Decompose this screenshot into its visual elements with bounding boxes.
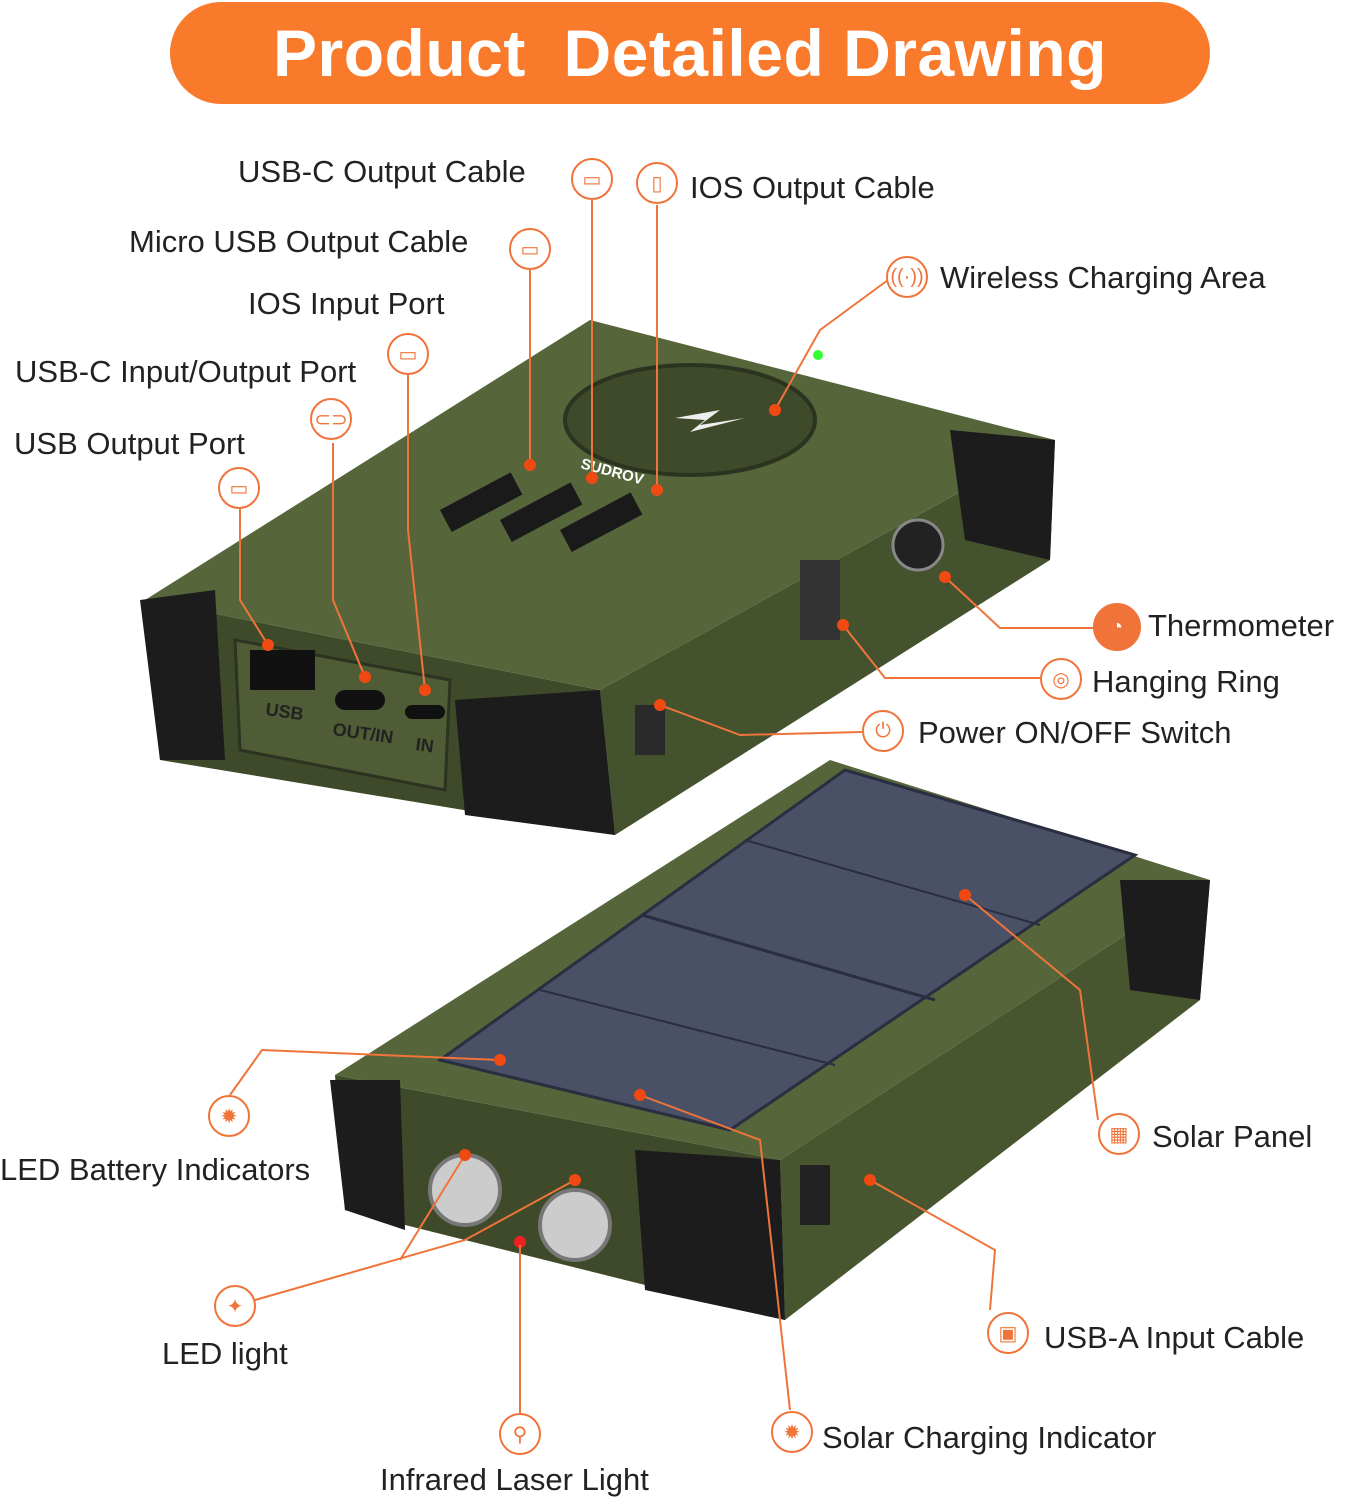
callout-label: USB-C Output Cable [238,154,526,189]
solar-indicator-icon: ✹ [771,1411,813,1453]
callout-label: Power ON/OFF Switch [918,715,1232,750]
ring-icon: ◎ [1040,658,1082,700]
callout-label: LED light [162,1336,288,1371]
laser-icon: ⚲ [499,1413,541,1455]
callout-label: Thermometer [1148,608,1335,643]
usb-c-port-icon: ⊂⊃ [310,398,352,440]
callout-label: IOS Output Cable [690,170,935,205]
usb-a-icon: ▣ [987,1312,1029,1354]
power-icon: ⏻ [862,710,904,752]
callout-label: Solar Panel [1152,1119,1313,1154]
micro-usb-icon: ▭ [509,228,551,270]
usb-port-icon: ▭ [218,467,260,509]
callout-label: LED Battery Indicators [0,1152,311,1187]
callout-label: Wireless Charging Area [940,260,1266,295]
flashlight-icon: ✦ [214,1285,256,1327]
callout-label: IOS Input Port [248,286,445,321]
callout-label: Hanging Ring [1092,664,1280,699]
callout-dots [262,404,971,1186]
title: Product Detailed Drawing [273,16,1107,90]
usb-c-icon: ▭ [571,158,613,200]
callout-label: USB-A Input Cable [1044,1320,1305,1355]
callout-label: Infrared Laser Light [380,1462,649,1497]
power-bank-top-view: USB OUT/IN IN SUDROV [140,320,1055,835]
power-bank-solar-view [330,760,1210,1320]
callout-label: Solar Charging Indicator [822,1420,1157,1455]
callout-label: Micro USB Output Cable [129,224,469,259]
callout-lines [229,200,1099,1415]
thermometer-icon: ◔ [1093,603,1141,651]
lightning-port-icon: ▭ [387,333,429,375]
title-banner: Product Detailed Drawing [170,2,1210,104]
in-port-label: IN [414,734,435,756]
lightning-plug-icon: ▯ [636,162,678,204]
wireless-icon: ((·)) [886,256,928,298]
indicator-light-icon: ✹ [208,1095,250,1137]
solar-panel-icon: ▦ [1098,1113,1140,1155]
callout-label: USB Output Port [14,426,245,461]
callout-label: USB-C Input/Output Port [15,354,357,389]
